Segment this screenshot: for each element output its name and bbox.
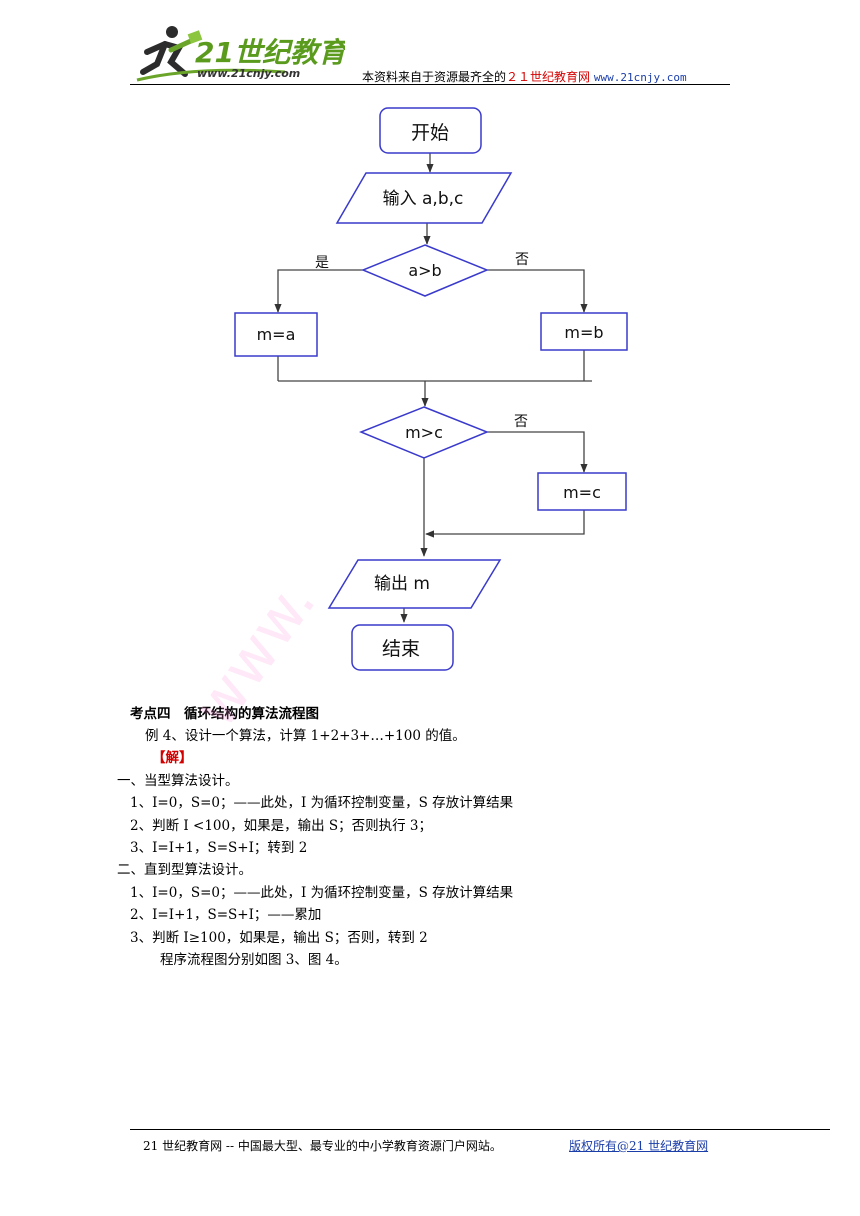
part2-step3: 3、判断 I≥100，如果是，输出 S；否则，转到 2	[130, 930, 428, 946]
assign-b-label: m=b	[564, 323, 603, 342]
flowchart: 开始 输入 a,b,c a>b 是 否 m=a m=b m>c 否 m=c 输出…	[234, 107, 628, 671]
decision-1-label: a>b	[408, 261, 441, 280]
header-divider	[130, 84, 730, 85]
assign-c-node	[537, 472, 627, 511]
site-logo: 21世纪教育 www.21cnjy.com	[136, 26, 345, 82]
conclusion-text: 程序流程图分别如图 3、图 4。	[160, 952, 348, 968]
footer-copyright-link[interactable]: 版权所有@21 世纪教育网	[569, 1139, 709, 1153]
part1-step3: 3、I=I+1，S=S+I；转到 2	[130, 840, 308, 856]
part1-step1: 1、I=0，S=0；——此处，I 为循环控制变量，S 存放计算结果	[130, 795, 514, 811]
decision-node-1	[361, 244, 489, 297]
part2-step2: 2、I=I+1，S=S+I；——累加	[130, 907, 322, 923]
example-text: 例 4、设计一个算法，计算 1+2+3+…+100 的值。	[145, 728, 466, 744]
part1-title: 一、当型算法设计。	[117, 773, 239, 789]
start-node	[379, 107, 482, 154]
footer-divider	[130, 1129, 830, 1130]
logo-url: www.21cnjy.com	[197, 67, 300, 80]
assign-b-node	[540, 312, 628, 351]
footer-text: 21 世纪教育网 -- 中国最大型、最专业的中小学教育资源门户网站。	[143, 1139, 502, 1153]
edge-cond1-no	[487, 269, 588, 313]
start-label: 开始	[411, 122, 449, 144]
header-note-prefix: 本资料来自于资源最齐全的	[362, 70, 507, 84]
assign-a-node	[234, 312, 318, 357]
part1-step2: 2、判断 I <100，如果是，输出 S；否则执行 3；	[130, 818, 433, 834]
runner-icon	[136, 26, 286, 82]
part2-step1: 1、I=0，S=0；——此处，I 为循环控制变量，S 存放计算结果	[130, 885, 514, 901]
edge-mc-merge	[425, 510, 585, 538]
assign-c-label: m=c	[563, 483, 601, 502]
yes-label-1: 是	[315, 255, 329, 271]
end-label: 结束	[382, 638, 420, 660]
header-note-url[interactable]: www.21cnjy.com	[593, 71, 687, 84]
input-label: 输入 a,b,c	[383, 189, 464, 209]
section-title: 考点四 循环结构的算法流程图	[130, 706, 319, 722]
header-note-site: ２１世纪教育网	[506, 70, 591, 84]
decision-2-label: m>c	[405, 423, 443, 442]
decision-node-2	[359, 406, 489, 459]
part2-title: 二、直到型算法设计。	[117, 862, 252, 878]
no-label-1: 否	[515, 252, 529, 268]
no-label-2: 否	[514, 414, 528, 430]
output-label: 输出 m	[374, 574, 430, 594]
edge-cond1-yes	[274, 269, 363, 313]
assign-a-label: m=a	[257, 325, 296, 344]
input-node	[335, 172, 513, 224]
output-node	[327, 559, 502, 609]
header-note: 本资料来自于资源最齐全的２１世纪教育网 www.21cnjy.com	[362, 68, 687, 85]
edge-cond2-no	[487, 431, 588, 473]
end-node	[351, 624, 454, 671]
logo-text: 21世纪教育	[195, 36, 345, 69]
solution-label: 【解】	[152, 750, 193, 766]
